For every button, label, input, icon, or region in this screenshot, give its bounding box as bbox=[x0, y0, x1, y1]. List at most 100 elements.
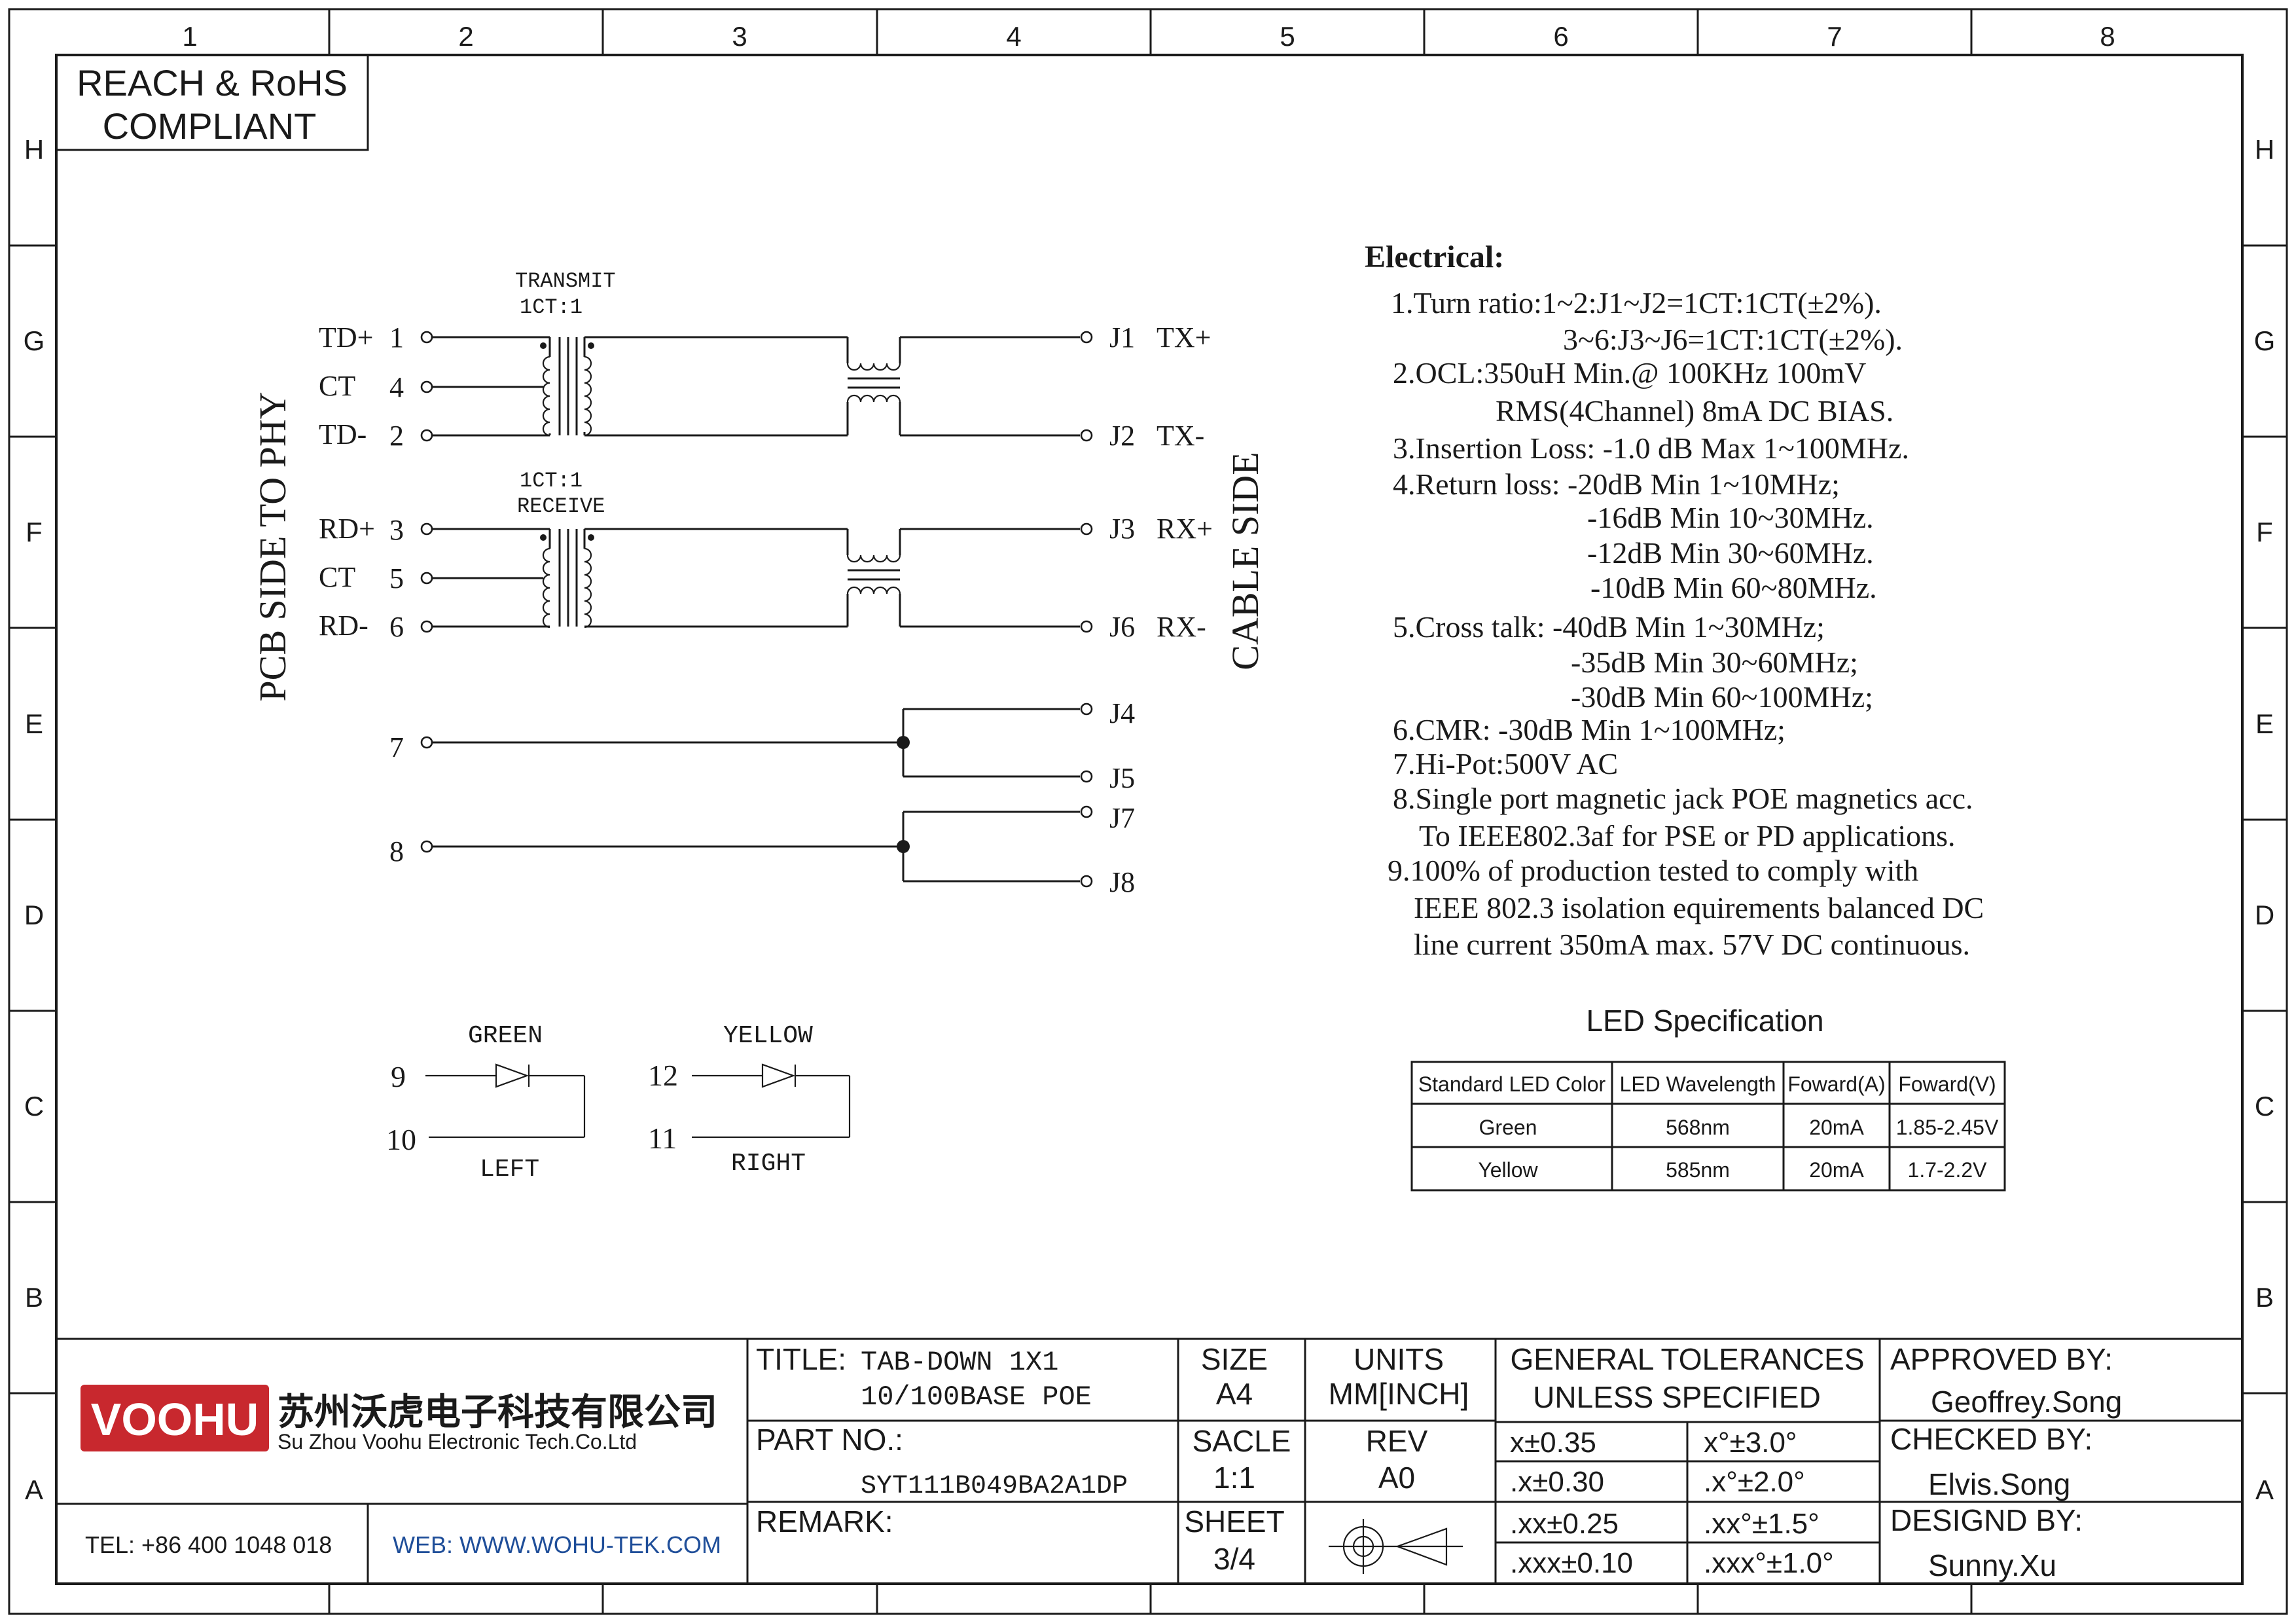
led-left-label: LEFT bbox=[480, 1156, 539, 1184]
led-pin-11: 11 bbox=[648, 1122, 677, 1155]
pin-label-td-minus: TD- bbox=[319, 418, 367, 450]
pin-num-8: 8 bbox=[389, 835, 404, 867]
voohu-logo: VOOHU bbox=[81, 1385, 269, 1451]
units-value: MM[INCH] bbox=[1329, 1377, 1469, 1411]
tolerance-cell: .xxx±0.10 bbox=[1510, 1547, 1633, 1579]
tolerance-cell: .x±0.30 bbox=[1510, 1466, 1604, 1498]
pin-label-tx-minus: TX- bbox=[1157, 420, 1204, 452]
row-label-a-right: A bbox=[2255, 1474, 2274, 1505]
electrical-line: 5.Cross talk: -40dB Min 1~30MHz; bbox=[1393, 610, 1825, 644]
led-table-header: Foward(V) bbox=[1898, 1072, 1996, 1096]
approved-by-name: Geoffrey.Song bbox=[1931, 1385, 2122, 1419]
led-spec-table: LED Specification Standard LED Color LED… bbox=[1410, 1004, 2006, 1192]
col-label-2: 2 bbox=[458, 21, 473, 52]
sheet-value: 3/4 bbox=[1213, 1542, 1255, 1576]
size-value: A4 bbox=[1216, 1377, 1253, 1411]
led-table-cell: 20mA bbox=[1809, 1158, 1864, 1182]
title-line2: 10/100BASE POE bbox=[861, 1381, 1092, 1413]
electrical-line: 2.OCL:350uH Min.@ 100KHz 100mV bbox=[1393, 356, 1866, 390]
row-label-b: B bbox=[25, 1282, 43, 1313]
compliance-line2: COMPLIANT bbox=[103, 105, 317, 147]
col-label-5: 5 bbox=[1280, 21, 1295, 52]
electrical-line: 1.Turn ratio:1~2:J1~J2=1CT:1CT(±2%). bbox=[1391, 286, 1882, 319]
led-green-label: GREEN bbox=[468, 1022, 543, 1050]
title-line1: TAB-DOWN 1X1 bbox=[861, 1347, 1058, 1378]
row-label-d-right: D bbox=[2255, 900, 2274, 930]
tolerance-cell: .xx°±1.5° bbox=[1704, 1508, 1820, 1540]
tolerance-heading-1: GENERAL TOLERANCES bbox=[1510, 1342, 1864, 1376]
tel-text: TEL: +86 400 1048 018 bbox=[85, 1531, 332, 1558]
col-label-3: 3 bbox=[732, 21, 747, 52]
row-label-g-right: G bbox=[2254, 325, 2276, 356]
electrical-line: To IEEE802.3af for PSE or PD application… bbox=[1419, 819, 1956, 852]
transmit-ratio: 1CT:1 bbox=[520, 295, 583, 319]
part-no-label: PART NO.: bbox=[756, 1423, 903, 1457]
rev-value: A0 bbox=[1378, 1461, 1415, 1495]
company-name-cn: 苏州沃虎电子科技有限公司 bbox=[278, 1391, 717, 1432]
scale-value: 1:1 bbox=[1213, 1461, 1255, 1495]
row-label-f-right: F bbox=[2256, 517, 2273, 547]
third-angle-projection-icon bbox=[1329, 1519, 1463, 1574]
row-label-c: C bbox=[24, 1091, 44, 1122]
row-label-c-right: C bbox=[2255, 1091, 2274, 1122]
electrical-line: -30dB Min 60~100MHz; bbox=[1571, 680, 1873, 714]
cable-side-label: CABLE SIDE bbox=[1224, 452, 1266, 670]
electrical-line: -16dB Min 10~30MHz. bbox=[1587, 501, 1874, 534]
led-pin-10: 10 bbox=[386, 1123, 416, 1156]
pin-num-1: 1 bbox=[389, 321, 404, 354]
electrical-line: 4.Return loss: -20dB Min 1~10MHz; bbox=[1393, 467, 1840, 501]
pin-num-j5: J5 bbox=[1109, 762, 1135, 794]
designed-by-name: Sunny.Xu bbox=[1928, 1548, 2056, 1582]
led-yellow: YELLOW 12 11 RIGHT bbox=[648, 1022, 851, 1178]
pin-label-tx-plus: TX+ bbox=[1157, 321, 1211, 354]
led-table-cell: Green bbox=[1479, 1116, 1537, 1139]
col-label-7: 7 bbox=[1827, 21, 1842, 52]
led-table-header: Foward(A) bbox=[1787, 1072, 1885, 1096]
pin-num-6: 6 bbox=[389, 611, 404, 643]
led-table-header: LED Wavelength bbox=[1620, 1072, 1776, 1096]
approved-by-label: APPROVED BY: bbox=[1890, 1342, 2113, 1376]
title-block: VOOHU 苏州沃虎电子科技有限公司 Su Zhou Voohu Electro… bbox=[56, 1338, 2242, 1584]
remark-label: REMARK: bbox=[756, 1504, 893, 1539]
electrical-spec: Electrical: 1.Turn ratio:1~2:J1~J2=1CT:1… bbox=[1365, 240, 1984, 961]
pin-label-ct-rx: CT bbox=[319, 561, 355, 593]
checked-by-name: Elvis.Song bbox=[1928, 1467, 2070, 1501]
led-table-cell: 585nm bbox=[1666, 1158, 1730, 1182]
compliance-line1: REACH & RoHS bbox=[77, 62, 348, 103]
units-label: UNITS bbox=[1354, 1342, 1444, 1376]
company-name-en: Su Zhou Voohu Electronic Tech.Co.Ltd bbox=[278, 1430, 637, 1453]
led-table-cell: 1.7-2.2V bbox=[1908, 1158, 1988, 1182]
pin-num-j8: J8 bbox=[1109, 866, 1135, 898]
row-label-h: H bbox=[24, 134, 44, 165]
row-label-e: E bbox=[25, 708, 43, 739]
led-table-header: Standard LED Color bbox=[1418, 1072, 1606, 1096]
row-label-d: D bbox=[24, 900, 44, 930]
led-table-cell: 20mA bbox=[1809, 1116, 1864, 1139]
pin-num-j4: J4 bbox=[1109, 697, 1135, 729]
electrical-line: -10dB Min 60~80MHz. bbox=[1590, 571, 1877, 604]
schematic: PCB SIDE TO PHY CABLE SIDE TRANSMIT 1CT:… bbox=[251, 269, 1266, 1184]
pin-num-7: 7 bbox=[389, 731, 404, 763]
tolerance-cell: .xx±0.25 bbox=[1510, 1508, 1619, 1540]
pin-label-td-plus: TD+ bbox=[319, 321, 373, 354]
receive-transformer bbox=[420, 522, 1093, 633]
led-right-label: RIGHT bbox=[731, 1150, 806, 1178]
scale-label: SACLE bbox=[1193, 1424, 1291, 1458]
checked-by-label: CHECKED BY: bbox=[1890, 1422, 2092, 1456]
row-label-b-right: B bbox=[2255, 1282, 2274, 1313]
col-label-1: 1 bbox=[182, 21, 197, 52]
tolerance-cell: x°±3.0° bbox=[1704, 1427, 1797, 1459]
led-table-cell: 1.85-2.45V bbox=[1896, 1116, 1999, 1139]
row-label-e-right: E bbox=[2255, 708, 2274, 739]
pin-label-rx-plus: RX+ bbox=[1157, 513, 1213, 545]
pin-num-j1: J1 bbox=[1109, 321, 1135, 354]
outer-frame: 1 2 3 4 5 6 7 8 H G F E D C B A H G F E … bbox=[8, 8, 2288, 1615]
part-no-value: SYT111B049BA2A1DP bbox=[861, 1472, 1128, 1501]
electrical-line: 3~6:J3~J6=1CT:1CT(±2%). bbox=[1563, 323, 1903, 356]
pin-num-2: 2 bbox=[389, 420, 404, 452]
led-pin-12: 12 bbox=[648, 1059, 678, 1092]
web-link[interactable]: WEB: WWW.WOHU-TEK.COM bbox=[393, 1531, 721, 1558]
pcb-side-label: PCB SIDE TO PHY bbox=[251, 392, 294, 701]
size-label: SIZE bbox=[1201, 1342, 1268, 1376]
